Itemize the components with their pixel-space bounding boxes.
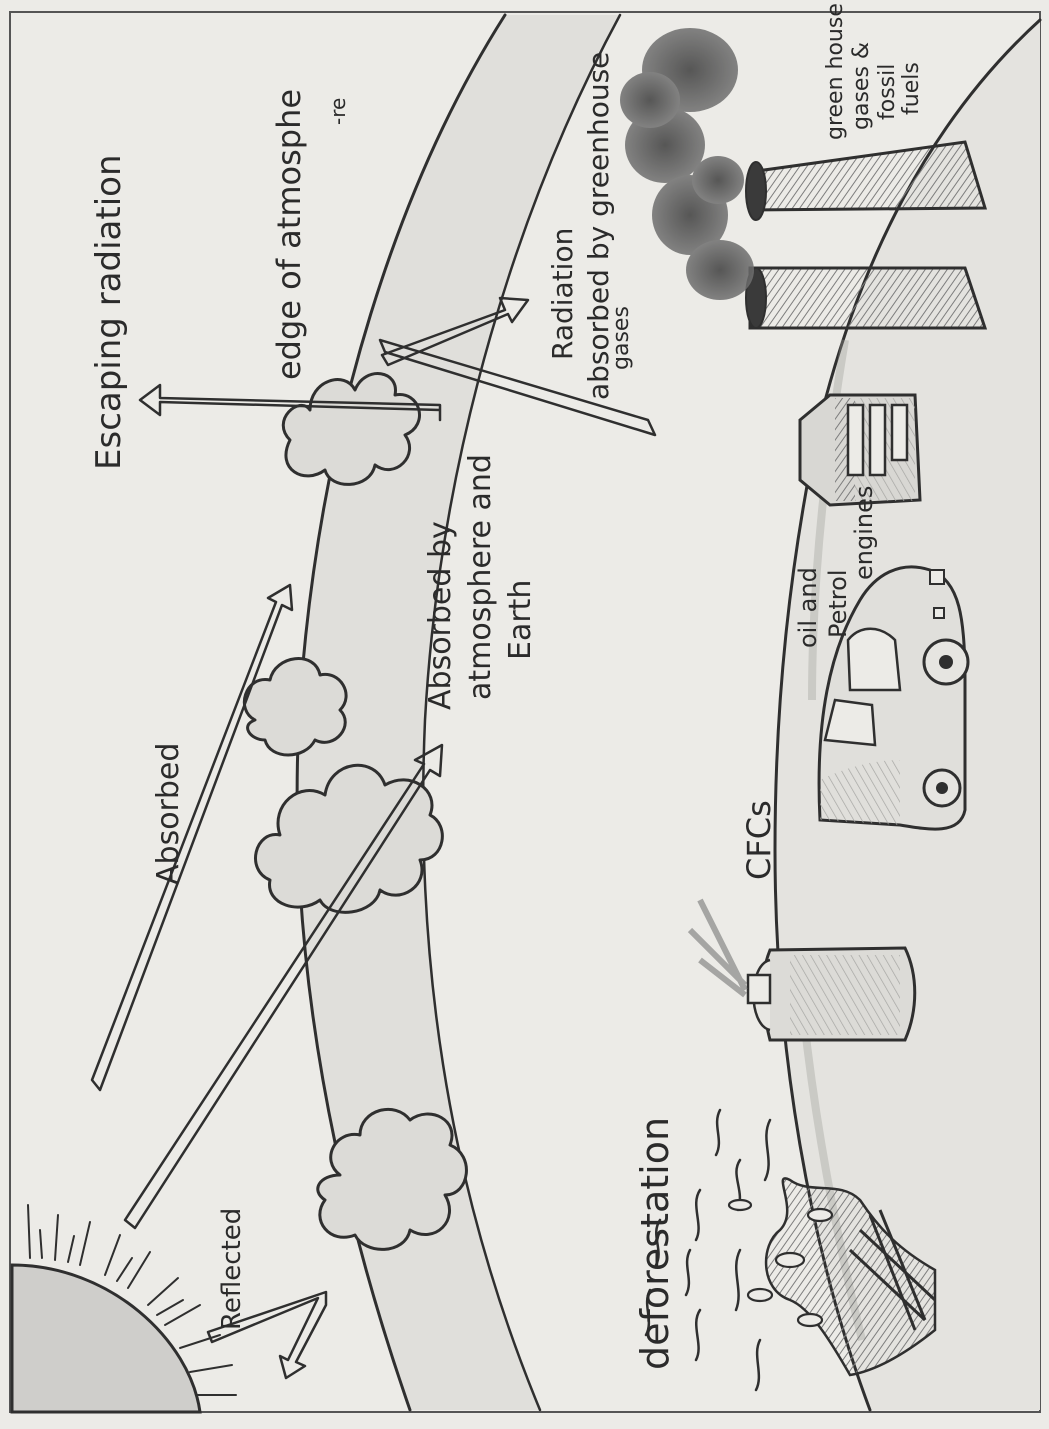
label-ghg-line4: fuels <box>899 62 924 115</box>
label-absorbed-by-line2: atmosphere and <box>463 454 498 700</box>
absorbed-arrow <box>92 585 292 1090</box>
smoke-cloud <box>620 28 754 300</box>
label-ghg-line2: gases & <box>849 42 874 130</box>
label-edge-note: -re <box>326 98 350 125</box>
label-radiation-absorbed-line3: gases <box>609 306 634 370</box>
label-absorbed: Absorbed <box>151 743 186 885</box>
label-edge-of-atmosphere: edge of atmosphe <box>270 89 308 380</box>
label-oil-line1: oil and <box>794 567 822 648</box>
label-oil-line3: engines <box>850 486 878 580</box>
label-oil-line2: Petrol <box>824 570 852 638</box>
label-absorbed-by-line1: Absorbed by <box>423 521 458 710</box>
label-absorbed-by-line3: Earth <box>503 580 538 660</box>
smokestack-icon <box>746 142 985 220</box>
label-escaping-radiation: Escaping radiation <box>89 155 129 471</box>
smokestack-icon <box>746 268 985 328</box>
label-reflected: Reflected <box>217 1208 247 1330</box>
label-radiation-absorbed-line1: Radiation <box>546 228 579 360</box>
sun-icon <box>12 1205 236 1412</box>
label-ghg-line1: green house <box>823 3 848 140</box>
label-ghg-line3: fossil <box>875 64 900 120</box>
label-deforestation: deforestation <box>633 1117 677 1370</box>
label-cfcs: CFCs <box>740 800 778 880</box>
